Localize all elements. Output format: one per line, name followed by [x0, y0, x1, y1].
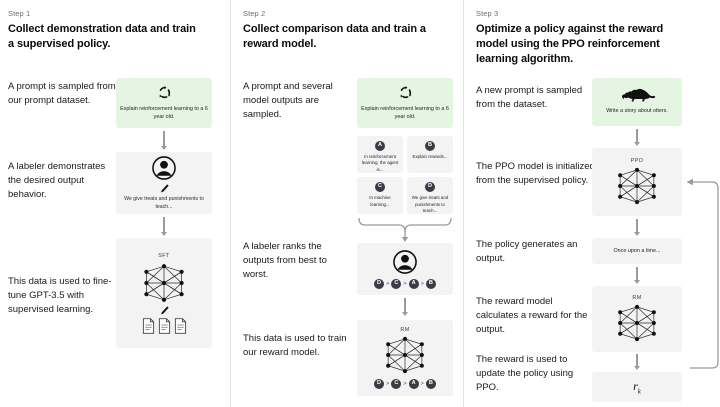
step-3-caption-5: The reward is used to update the policy … [476, 354, 574, 393]
output-text-b: Explain rewards... [412, 154, 448, 159]
step-1-prompt-text: Explain reinforcement learning to a 6 ye… [120, 105, 208, 120]
step-2-rm-box: RM [357, 320, 453, 396]
step-1-caption-1: A prompt is sampled from our prompt data… [8, 81, 116, 106]
person-icon [392, 249, 418, 275]
step-1-prompt-box: Explain reinforcement learning to a 6 ye… [116, 78, 212, 128]
step-2-arrow-1 [400, 298, 410, 316]
rank-separator: > [386, 281, 390, 287]
step-3-arrow-2 [632, 219, 642, 236]
step-3-prompt-box: Write a story about otters. [592, 78, 682, 126]
rank-pill-4: B [425, 279, 436, 289]
rank-pill-1: D [374, 279, 385, 289]
pencil-icon [159, 183, 170, 194]
step-2-merge-brace [357, 216, 453, 246]
document-icon [158, 317, 171, 334]
person-icon [151, 155, 177, 181]
step-3-caption-2: The PPO model is initialized from the su… [476, 161, 595, 186]
step-3-caption-4: The reward model calculates a reward for… [476, 296, 588, 335]
step-2-prompt-text: Explain reinforcement learning to a 6 ye… [361, 105, 449, 120]
rank-pill-2: C [391, 279, 402, 289]
step-1-sft-box: SFT [116, 238, 212, 348]
output-card-b: B Explain rewards... [407, 136, 453, 174]
step-2-label: Step 2 [243, 9, 266, 18]
output-card-d: D We give treats and punishments to teac… [407, 177, 453, 215]
step-2-caption-3: This data is used to train our reward mo… [243, 333, 347, 358]
output-letter-c: C [375, 182, 385, 193]
step-1-label: Step 1 [8, 9, 31, 18]
recycle-icon [157, 85, 172, 100]
step-3-rm-label: RM [632, 295, 642, 301]
step-1-labeler-box: We give treats and punishments to teach.… [116, 152, 212, 214]
step-1-labeler-text: We give treats and punishments to teach.… [124, 195, 204, 210]
document-icon [142, 317, 155, 334]
step-1-arrow-1 [159, 131, 169, 150]
rank-pill-1: D [374, 379, 385, 389]
output-text-d: We give treats and punishments to teach.… [411, 195, 449, 213]
rank-pill-3: A [408, 379, 419, 389]
step-3-column: Step 3 Optimize a policy against the rew… [463, 0, 720, 407]
step-1-title: Collect demonstration data and train a s… [8, 23, 196, 50]
neural-network-icon [614, 303, 660, 343]
step-2-caption-1: A prompt and several model outputs are s… [243, 81, 333, 120]
rank-pill-3: A [408, 279, 419, 289]
step-3-output-box: Once upon a time... [592, 238, 682, 264]
recycle-icon [398, 85, 413, 100]
step-3-output-text: Once upon a time... [613, 247, 661, 254]
step-3-rm-box: RM [592, 286, 682, 352]
rank-separator: > [403, 381, 407, 387]
rank-pill-4: B [425, 379, 436, 389]
step-2-rm-label: RM [400, 327, 410, 333]
step-3-arrow-1 [632, 129, 642, 146]
neural-network-icon [140, 262, 188, 304]
output-card-a: A In reinforcement learning, the agent i… [357, 136, 403, 174]
step-1-documents [142, 317, 187, 334]
step-2-caption-2: A labeler ranks the outputs from best to… [243, 241, 327, 280]
step-2-labeler-box: D > C > A > B [357, 243, 453, 295]
ppo-feedback-loop [672, 172, 720, 387]
neural-network-icon [382, 335, 428, 375]
step-3-caption-1: A new prompt is sampled from the dataset… [476, 85, 583, 110]
step-1-column: Step 1 Collect demonstration data and tr… [0, 0, 230, 407]
output-letter-b: B [425, 141, 435, 151]
neural-network-icon [614, 166, 660, 206]
rank-separator: > [403, 281, 407, 287]
output-letter-a: A [375, 141, 385, 151]
rank-separator: > [386, 381, 390, 387]
step-3-arrow-4 [632, 354, 642, 370]
step-3-ppo-box: PPO [592, 148, 682, 216]
rank-pill-2: C [391, 379, 402, 389]
step-1-sft-label: SFT [158, 252, 170, 259]
step-3-title: Optimize a policy against the reward mod… [476, 23, 664, 65]
step-3-caption-3: The policy generates an output. [476, 239, 578, 264]
step-2-prompt-box: Explain reinforcement learning to a 6 ye… [357, 78, 453, 128]
step-1-arrow-2 [159, 217, 169, 236]
rank-separator: > [420, 381, 424, 387]
document-icon [174, 317, 187, 334]
step-2-labeler-ranking: D > C > A > B [374, 279, 436, 289]
reward-symbol: rk [633, 378, 641, 396]
step-3-ppo-label: PPO [630, 158, 644, 164]
step-2-outputs-grid: A In reinforcement learning, the agent i… [357, 136, 453, 215]
step-2-column: Step 2 Collect comparison data and train… [230, 0, 463, 407]
output-card-c: C In machine learning... [357, 177, 403, 215]
pencil-icon [159, 305, 170, 316]
rank-separator: > [420, 281, 424, 287]
step-2-title: Collect comparison data and train a rewa… [243, 23, 426, 50]
step-2-rm-ranking: D > C > A > B [374, 379, 436, 389]
otter-icon [621, 88, 656, 103]
output-text-a: In reinforcement learning, the agent is.… [361, 154, 399, 172]
step-1-caption-2: A labeler demonstrates the desired outpu… [8, 161, 106, 200]
step-1-caption-3: This data is used to fine-tune GPT-3.5 w… [8, 276, 112, 315]
output-text-c: In machine learning... [369, 195, 391, 207]
step-3-reward-box: rk [592, 372, 682, 402]
step-3-prompt-text: Write a story about otters. [606, 107, 668, 114]
step-3-label: Step 3 [476, 9, 499, 18]
output-letter-d: D [425, 182, 435, 193]
step-3-arrow-3 [632, 267, 642, 284]
